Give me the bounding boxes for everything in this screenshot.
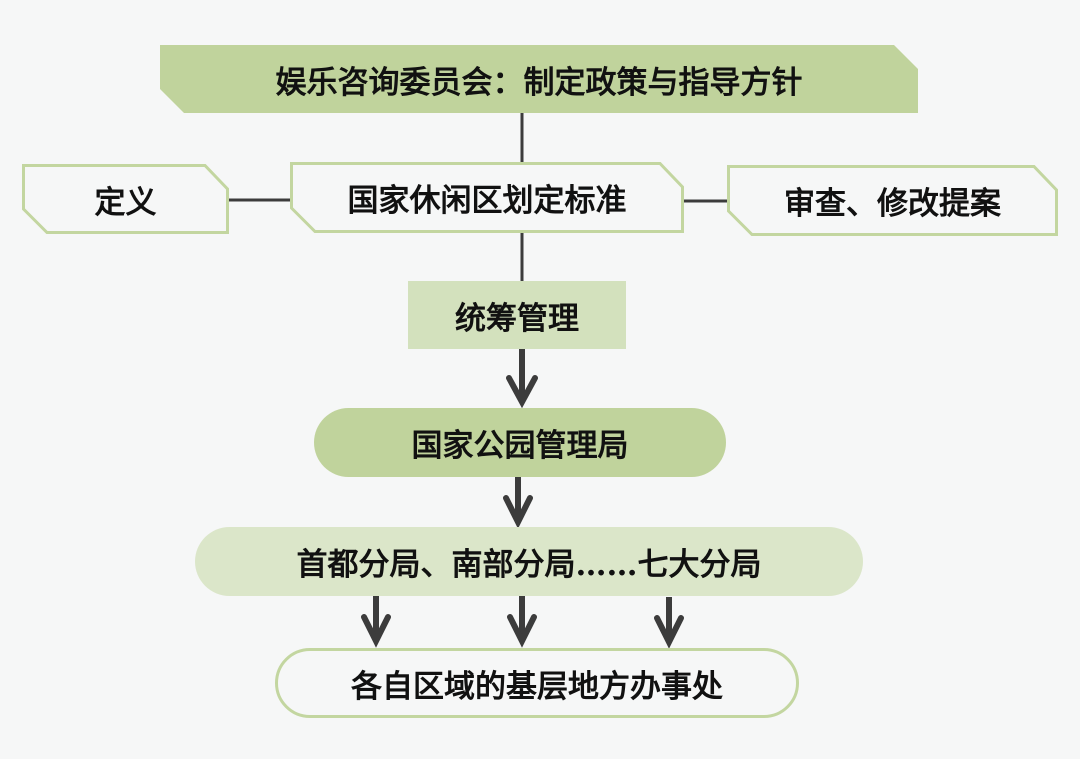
banner-shape: [160, 45, 918, 113]
branch-offices-node: 首都分局、南部分局……七大分局: [195, 527, 863, 596]
criteria-node: 国家休闲区划定标准: [290, 162, 684, 233]
definition-label: 定义: [94, 184, 157, 221]
arrow-down-icon: [654, 597, 684, 649]
criteria-label: 国家休闲区划定标准: [347, 183, 627, 219]
park-bureau-node: 国家公园管理局: [314, 408, 726, 477]
advisory-committee-node: 娱乐咨询委员会：制定政策与指导方针: [160, 45, 918, 113]
definition-shape: [22, 164, 229, 234]
review-node: 审查、修改提案: [727, 165, 1058, 236]
arrow-down-icon: [506, 348, 538, 409]
park-bureau-label: 国家公园管理局: [411, 428, 629, 464]
arrow-down-icon: [361, 596, 391, 648]
coordination-label: 统筹管理: [455, 300, 579, 337]
branch-offices-label: 首都分局、南部分局……七大分局: [296, 547, 762, 583]
definition-node: 定义: [22, 164, 229, 234]
advisory-committee-label: 娱乐咨询委员会：制定政策与指导方针: [275, 64, 803, 101]
criteria-shape: [290, 162, 684, 233]
review-label: 审查、修改提案: [784, 186, 1001, 222]
local-offices-label: 各自区域的基层地方办事处: [351, 668, 723, 705]
arrow-down-icon: [507, 596, 537, 648]
local-offices-node: 各自区域的基层地方办事处: [275, 648, 799, 718]
arrow-down-icon: [503, 476, 533, 529]
coordination-node: 统筹管理: [408, 281, 626, 349]
review-shape: [727, 165, 1058, 236]
